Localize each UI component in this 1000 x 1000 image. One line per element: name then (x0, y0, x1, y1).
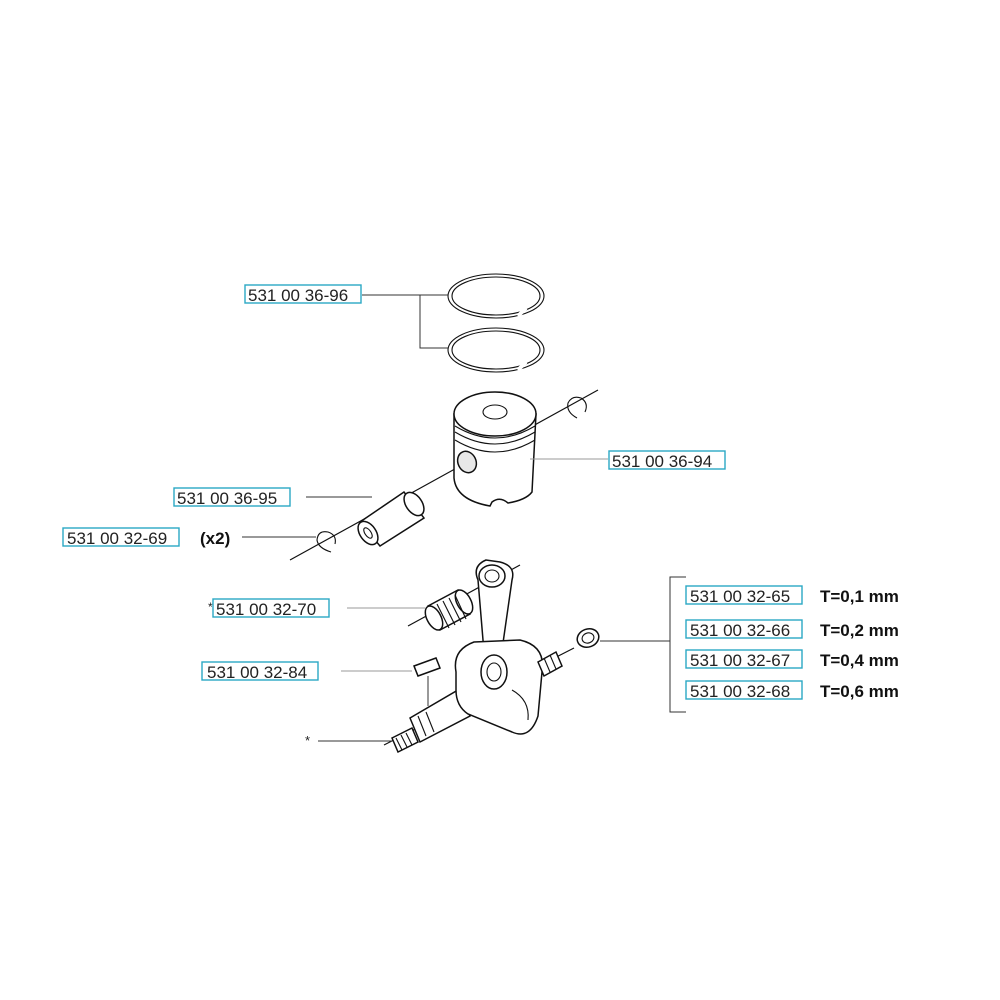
circlip-left-drawing (316, 531, 336, 553)
shim-4-part-link[interactable] (685, 680, 803, 700)
woodruff-key-drawing (413, 657, 441, 706)
piston-part-link[interactable] (608, 450, 726, 470)
shim-1-thickness: T=0,1 mm (820, 587, 899, 606)
piston-rings-drawing (447, 273, 545, 373)
circlip-part-link[interactable] (62, 527, 180, 547)
shim-washer-drawing (576, 627, 600, 649)
piston-drawing (453, 391, 537, 507)
bearing-part-number: 531 00 32-70 (216, 600, 316, 619)
crankshaft-drawing (391, 559, 563, 754)
rings-part-number: 531 00 36-96 (248, 286, 348, 305)
shim-3-part-number: 531 00 32-67 (690, 651, 790, 670)
pin-axis-line (289, 389, 599, 561)
shim-4-part-number: 531 00 32-68 (690, 682, 790, 701)
rings-part-link[interactable] (244, 284, 362, 304)
crankshaft-asterisk: * (305, 733, 310, 748)
shim-2-part-link[interactable] (685, 619, 803, 639)
shim-2-thickness: T=0,2 mm (820, 621, 899, 640)
needle-bearing-drawing (424, 588, 474, 632)
shim-2-part-number: 531 00 32-66 (690, 621, 790, 640)
bearing-part-link[interactable] (212, 598, 330, 618)
bearing-asterisk: * (208, 600, 213, 614)
key-part-number: 531 00 32-84 (207, 663, 307, 682)
pin-part-number: 531 00 36-95 (177, 489, 277, 508)
key-part-link[interactable] (201, 661, 319, 681)
circlip-part-number: 531 00 32-69 (67, 529, 167, 548)
pin-part-link[interactable] (173, 487, 291, 507)
leader-lines (242, 294, 686, 742)
piston-part-number: 531 00 36-94 (612, 452, 712, 471)
shim-1-part-link[interactable] (685, 585, 803, 605)
circlip-quantity: (x2) (200, 529, 230, 548)
wrist-pin-drawing (357, 490, 426, 547)
shim-1-part-number: 531 00 32-65 (690, 587, 790, 606)
shim-list: 531 00 32-65 T=0,1 mm 531 00 32-66 T=0,2… (685, 585, 899, 701)
shim-4-thickness: T=0,6 mm (820, 682, 899, 701)
shim-3-thickness: T=0,4 mm (820, 651, 899, 670)
circlip-right-drawing (567, 396, 587, 419)
shim-3-part-link[interactable] (685, 649, 803, 669)
